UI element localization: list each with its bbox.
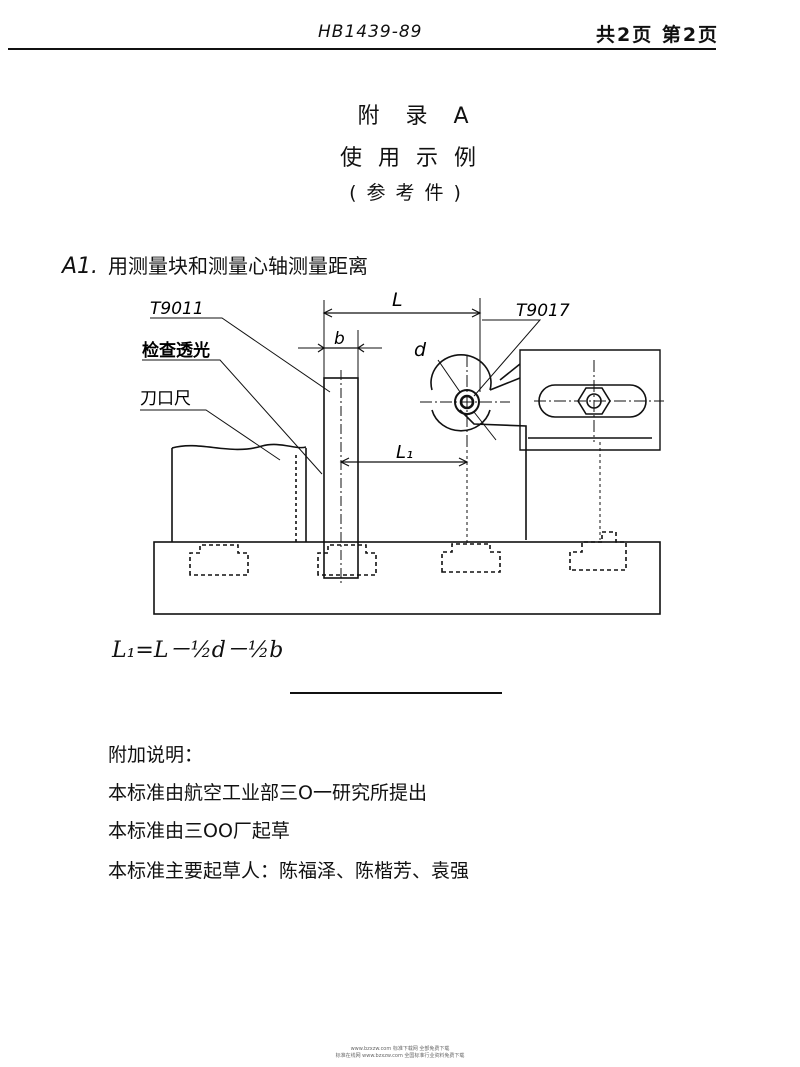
dim-d-leader — [437, 359, 461, 393]
label-mandrel: T9017 — [516, 301, 570, 321]
footer-line-1: www.bzxzw.com 标准下载网 全部免费下载 — [350, 1046, 450, 1052]
adjust-slot — [538, 384, 647, 418]
label-dim-L: L — [392, 289, 403, 311]
label-dim-b: b — [334, 329, 345, 349]
appendix-title: 附录A — [357, 104, 495, 129]
dim-L1-arrow-right — [458, 457, 469, 467]
dim-L-arrow-left — [322, 308, 333, 318]
base-plate — [153, 541, 661, 615]
section-title: 用测量块和测量心轴测量距离 — [108, 254, 369, 278]
label-gauge-block: T9011 — [150, 299, 204, 319]
label-check-light: 检查透光 — [142, 340, 210, 361]
page-info: 共2页 第2页 — [596, 24, 720, 46]
knife-edge-outline — [171, 443, 307, 451]
note-line-2: 本标准由三OO厂起草 — [108, 820, 290, 842]
note-line-3: 本标准主要起草人：陈福泽、陈楷芳、袁强 — [108, 860, 470, 882]
label-dim-L1: L₁ — [396, 442, 413, 463]
dim-d-leader-2 — [473, 411, 497, 441]
t-slot — [189, 544, 249, 576]
leader-knife-edge — [140, 409, 281, 461]
section-number: A1. — [62, 254, 99, 279]
t-slot — [441, 543, 501, 573]
note-line-1: 本标准由航空工业部三O一研究所提出 — [108, 782, 427, 804]
separator-rule — [290, 692, 502, 694]
mandrel-link — [489, 377, 521, 391]
leader-gauge-block — [150, 317, 331, 393]
leader-mandrel — [473, 319, 542, 397]
mandrel-boss-lower — [431, 409, 491, 432]
fixture-housing — [519, 349, 661, 451]
footer-line-2: 标准在线网 www.bzxzw.com 全国标准行业资料免费下载 — [335, 1053, 465, 1059]
appendix-nature: (参考件) — [349, 182, 471, 204]
t-slot — [317, 544, 377, 576]
t-slot — [569, 531, 627, 571]
section-heading: A1. 用测量块和测量心轴测量距离 — [62, 250, 368, 279]
leader-check-light — [142, 359, 323, 475]
standard-code: HB1439-89 — [318, 22, 423, 42]
dim-L-arrow-right — [471, 308, 482, 318]
header-rule — [8, 48, 716, 50]
mandrel-boss — [430, 354, 492, 391]
fixture-edge — [499, 363, 521, 381]
notes-heading: 附加说明： — [108, 744, 204, 766]
dim-L1-arrow-left — [339, 457, 350, 467]
label-dim-d: d — [414, 339, 427, 361]
dim-b-arrow-left — [317, 343, 326, 353]
formula: L₁=L－½d－½b — [112, 638, 284, 663]
footer: www.bzxzw.com 标准下载网 全部免费下载 标准在线网 www.bzx… — [280, 1046, 520, 1060]
appendix-subtitle: 使用示例 — [339, 146, 492, 171]
label-knife-edge: 刀口尺 — [140, 389, 191, 409]
